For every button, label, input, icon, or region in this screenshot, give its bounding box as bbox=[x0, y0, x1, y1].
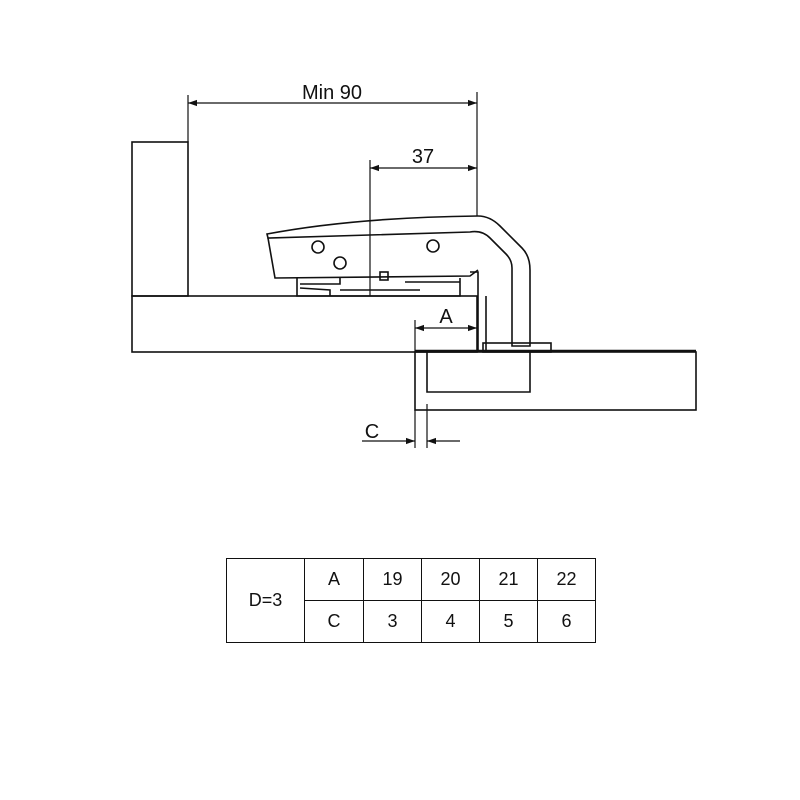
table-cell: 19 bbox=[363, 558, 422, 601]
cabinet-panel bbox=[414, 351, 697, 411]
dimension-c bbox=[362, 404, 460, 448]
hinge-arm bbox=[266, 215, 531, 347]
table-header-cell: D=3 bbox=[226, 558, 305, 643]
screw-hole bbox=[333, 256, 347, 270]
dimension-table: D=3 A 19 20 21 22 C 3 4 5 6 bbox=[226, 558, 596, 643]
table-row: D=3 A 19 20 21 22 bbox=[226, 558, 596, 643]
table-cell: 6 bbox=[537, 600, 596, 643]
dimension-37 bbox=[369, 160, 477, 296]
dimension-c-label: C bbox=[365, 421, 379, 443]
table-row-label: A bbox=[304, 558, 364, 601]
table-cell: 20 bbox=[421, 558, 480, 601]
door-panel bbox=[131, 295, 478, 353]
table-cell: 4 bbox=[421, 600, 480, 643]
side-panel bbox=[131, 141, 189, 297]
table-row-label: C bbox=[304, 600, 364, 643]
dimension-min-90-label: Min 90 bbox=[302, 82, 362, 104]
dimension-a-label: A bbox=[439, 306, 453, 328]
hinge-cup bbox=[296, 278, 461, 297]
dimension-a bbox=[414, 320, 477, 352]
table-cell: 21 bbox=[479, 558, 538, 601]
screw-hole bbox=[426, 239, 440, 253]
mounting-plate bbox=[482, 342, 552, 353]
table-cell: 5 bbox=[479, 600, 538, 643]
screw-hole bbox=[311, 240, 325, 254]
cabinet-inner-cutout bbox=[426, 352, 531, 393]
table-row: C 3 4 5 6 bbox=[227, 600, 596, 643]
dimension-min-90 bbox=[187, 92, 478, 216]
dimension-37-label: 37 bbox=[412, 146, 434, 168]
table-cell: 22 bbox=[537, 558, 596, 601]
table-cell: 3 bbox=[363, 600, 422, 643]
